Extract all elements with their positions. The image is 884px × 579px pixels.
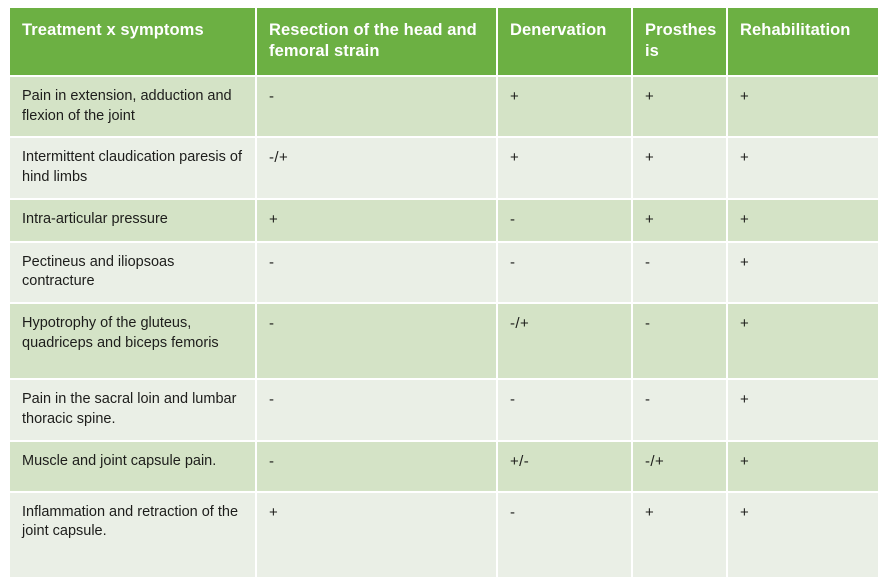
column-header-resection: Resection of the head and femoral strain bbox=[257, 8, 496, 75]
cell-resection: + bbox=[257, 492, 496, 577]
cell-denervation: + bbox=[498, 138, 631, 198]
cell-rehabilitation: + bbox=[728, 304, 878, 379]
cell-prosthesis: + bbox=[633, 492, 726, 577]
cell-symptom: Pectineus and iliopsoas contracture bbox=[10, 242, 255, 303]
cell-prosthesis: - bbox=[633, 242, 726, 303]
header-row: Treatment x symptoms Resection of the he… bbox=[10, 8, 878, 75]
cell-prosthesis: -/+ bbox=[633, 441, 726, 491]
cell-denervation: - bbox=[498, 492, 631, 577]
cell-denervation: - bbox=[498, 380, 631, 440]
cell-symptom: Hypotrophy of the gluteus, quadriceps an… bbox=[10, 304, 255, 379]
table-header: Treatment x symptoms Resection of the he… bbox=[10, 8, 878, 75]
column-header-denervation: Denervation bbox=[498, 8, 631, 75]
table-row: Pain in the sacral loin and lumbar thora… bbox=[10, 380, 878, 440]
cell-resection: - bbox=[257, 304, 496, 379]
cell-resection: -/+ bbox=[257, 138, 496, 198]
cell-resection: - bbox=[257, 380, 496, 440]
table-row: Intermittent claudication paresis of hin… bbox=[10, 138, 878, 198]
column-header-rehabilitation: Rehabilitation bbox=[728, 8, 878, 75]
cell-rehabilitation: + bbox=[728, 76, 878, 137]
table-row: Hypotrophy of the gluteus, quadriceps an… bbox=[10, 304, 878, 379]
table-container: Treatment x symptoms Resection of the he… bbox=[10, 8, 878, 577]
cell-symptom: Muscle and joint capsule pain. bbox=[10, 441, 255, 491]
cell-resection: + bbox=[257, 199, 496, 241]
column-header-prosthesis: Prosthes is bbox=[633, 8, 726, 75]
cell-prosthesis: + bbox=[633, 76, 726, 137]
cell-denervation: -/+ bbox=[498, 304, 631, 379]
table-row: Pain in extension, adduction and flexion… bbox=[10, 76, 878, 137]
table-row: Intra-articular pressure + - + + bbox=[10, 199, 878, 241]
cell-symptom: Intermittent claudication paresis of hin… bbox=[10, 138, 255, 198]
cell-denervation: + bbox=[498, 76, 631, 137]
cell-denervation: - bbox=[498, 199, 631, 241]
cell-rehabilitation: + bbox=[728, 441, 878, 491]
column-header-symptoms: Treatment x symptoms bbox=[10, 8, 255, 75]
cell-prosthesis: + bbox=[633, 138, 726, 198]
cell-symptom: Inflammation and retraction of the joint… bbox=[10, 492, 255, 577]
cell-symptom: Pain in extension, adduction and flexion… bbox=[10, 76, 255, 137]
table-row: Muscle and joint capsule pain. - +/- -/+… bbox=[10, 441, 878, 491]
cell-resection: - bbox=[257, 441, 496, 491]
treatment-symptoms-table: Treatment x symptoms Resection of the he… bbox=[8, 6, 880, 579]
cell-denervation: - bbox=[498, 242, 631, 303]
cell-prosthesis: - bbox=[633, 304, 726, 379]
cell-resection: - bbox=[257, 242, 496, 303]
cell-rehabilitation: + bbox=[728, 199, 878, 241]
cell-rehabilitation: + bbox=[728, 138, 878, 198]
cell-denervation: +/- bbox=[498, 441, 631, 491]
cell-rehabilitation: + bbox=[728, 492, 878, 577]
cell-symptom: Intra-articular pressure bbox=[10, 199, 255, 241]
table-row: Inflammation and retraction of the joint… bbox=[10, 492, 878, 577]
cell-prosthesis: + bbox=[633, 199, 726, 241]
cell-rehabilitation: + bbox=[728, 242, 878, 303]
table-body: Pain in extension, adduction and flexion… bbox=[10, 76, 878, 577]
table-row: Pectineus and iliopsoas contracture - - … bbox=[10, 242, 878, 303]
cell-symptom: Pain in the sacral loin and lumbar thora… bbox=[10, 380, 255, 440]
cell-rehabilitation: + bbox=[728, 380, 878, 440]
cell-resection: - bbox=[257, 76, 496, 137]
cell-prosthesis: - bbox=[633, 380, 726, 440]
